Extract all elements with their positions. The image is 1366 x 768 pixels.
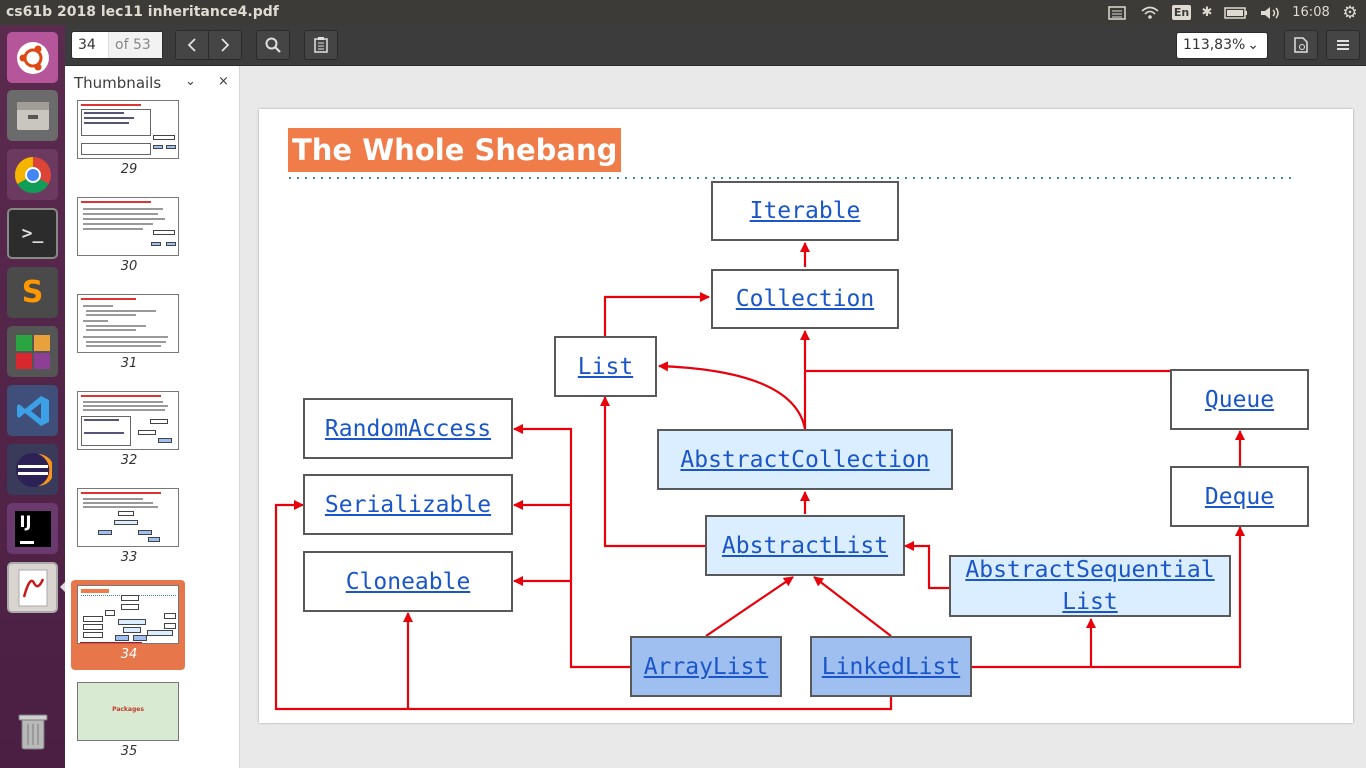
node-array-list[interactable]: ArrayList bbox=[630, 636, 782, 697]
thumbnail-number: 29 bbox=[120, 162, 138, 177]
document-viewer-icon[interactable] bbox=[7, 562, 58, 613]
thumbnail-number: 33 bbox=[120, 550, 138, 565]
page-total: of 53 bbox=[108, 32, 162, 58]
search-button[interactable] bbox=[256, 30, 290, 60]
previous-page-button[interactable] bbox=[175, 30, 209, 60]
node-abstract-sequential-list-line2: List bbox=[1062, 589, 1118, 615]
thumbnail-page-29[interactable] bbox=[77, 100, 179, 159]
node-abstract-list[interactable]: AbstractList bbox=[705, 515, 905, 576]
zoom-select[interactable]: 113,83% ⌄ bbox=[1176, 32, 1268, 59]
sidebar-mode-label[interactable]: Thumbnails bbox=[74, 74, 162, 92]
node-iterable[interactable]: Iterable bbox=[711, 181, 899, 241]
next-page-button[interactable] bbox=[208, 30, 242, 60]
connector-arrows bbox=[274, 177, 1297, 711]
node-linked-list[interactable]: LinkedList bbox=[810, 636, 972, 697]
node-cloneable[interactable]: Cloneable bbox=[303, 551, 513, 612]
slide-title: The Whole Shebang bbox=[288, 128, 622, 172]
active-indicator bbox=[60, 582, 65, 592]
annotations-button[interactable] bbox=[304, 30, 338, 60]
zoom-value: 113,83% bbox=[1183, 37, 1246, 53]
node-abstract-sequential-list-line1: AbstractSequential bbox=[965, 557, 1215, 583]
node-queue[interactable]: Queue bbox=[1170, 369, 1309, 430]
libreoffice-icon[interactable] bbox=[7, 326, 58, 377]
chrome-icon[interactable] bbox=[7, 149, 58, 200]
node-collection[interactable]: Collection bbox=[711, 269, 899, 329]
sublime-text-icon[interactable]: S bbox=[7, 267, 58, 318]
chevron-right-icon bbox=[221, 38, 230, 52]
clock[interactable]: 16:08 bbox=[1292, 5, 1330, 20]
document-view: The Whole Shebang bbox=[240, 66, 1366, 768]
ubuntu-dash-icon[interactable] bbox=[7, 32, 58, 83]
thumbnails-sidebar: Thumbnails ⌄ × 29 30 bbox=[65, 66, 240, 768]
launcher: >_ S IJ bbox=[0, 25, 65, 768]
page-selector[interactable]: 34 of 53 bbox=[71, 31, 163, 59]
clipboard-icon bbox=[314, 37, 328, 53]
top-panel: cs61b 2018 lec11 inheritance4.pdf En ✱ 1… bbox=[0, 0, 1366, 25]
thumbnail-page-33[interactable] bbox=[77, 488, 179, 547]
thumbnail-number: 30 bbox=[120, 259, 138, 274]
node-abstract-sequential-list[interactable]: AbstractSequential List bbox=[949, 555, 1231, 617]
document-properties-button[interactable] bbox=[1284, 30, 1318, 60]
slide-page: The Whole Shebang bbox=[259, 109, 1353, 723]
settings-gear-icon[interactable]: ⚙ bbox=[1342, 2, 1358, 23]
menu-icon[interactable] bbox=[1106, 0, 1128, 25]
battery-icon[interactable] bbox=[1222, 0, 1250, 25]
sidebar-header: Thumbnails ⌄ × bbox=[65, 66, 240, 100]
thumbnail-number: 31 bbox=[120, 356, 138, 371]
inheritance-arrows bbox=[274, 242, 1245, 711]
node-random-access[interactable]: RandomAccess bbox=[303, 398, 513, 459]
thumbnail-page-30[interactable] bbox=[77, 197, 179, 256]
chevron-down-icon: ⌄ bbox=[1247, 37, 1259, 53]
document-icon bbox=[1294, 37, 1308, 53]
page-number-input[interactable]: 34 bbox=[78, 37, 96, 53]
node-serializable[interactable]: Serializable bbox=[303, 474, 513, 535]
thumbnail-page-34[interactable] bbox=[77, 585, 179, 644]
chevron-down-icon[interactable]: ⌄ bbox=[185, 74, 196, 89]
window-title: cs61b 2018 lec11 inheritance4.pdf bbox=[6, 4, 279, 20]
thumbnail-caption: Packages bbox=[112, 706, 144, 713]
intellij-icon[interactable]: IJ bbox=[7, 503, 58, 554]
bluetooth-icon[interactable]: ✱ bbox=[1201, 5, 1213, 20]
node-deque[interactable]: Deque bbox=[1170, 466, 1309, 527]
node-abstract-collection[interactable]: AbstractCollection bbox=[657, 429, 953, 490]
close-icon[interactable]: × bbox=[218, 74, 229, 89]
volume-icon[interactable] bbox=[1257, 0, 1283, 25]
node-list[interactable]: List bbox=[554, 336, 657, 397]
menu-button[interactable] bbox=[1326, 30, 1360, 60]
thumbnail-number: 35 bbox=[120, 744, 138, 759]
hamburger-icon bbox=[1337, 40, 1349, 50]
thumbnail-page-31[interactable] bbox=[77, 294, 179, 353]
terminal-icon[interactable]: >_ bbox=[7, 208, 58, 259]
viewer-toolbar: 34 of 53 113,83% ⌄ bbox=[65, 25, 1366, 66]
files-icon[interactable] bbox=[7, 90, 58, 141]
thumbnail-page-32[interactable] bbox=[77, 391, 179, 450]
search-icon bbox=[265, 37, 281, 53]
keyboard-layout-indicator[interactable]: En bbox=[1171, 5, 1192, 20]
vscode-icon[interactable] bbox=[7, 385, 58, 436]
thumbnail-number: 32 bbox=[120, 453, 138, 468]
trash-icon[interactable] bbox=[7, 705, 58, 756]
eclipse-icon[interactable] bbox=[7, 444, 58, 495]
chevron-left-icon bbox=[187, 38, 196, 52]
thumbnail-page-35[interactable]: Packages bbox=[77, 682, 179, 741]
wifi-icon[interactable] bbox=[1138, 0, 1162, 25]
thumbnail-number: 34 bbox=[120, 647, 138, 662]
